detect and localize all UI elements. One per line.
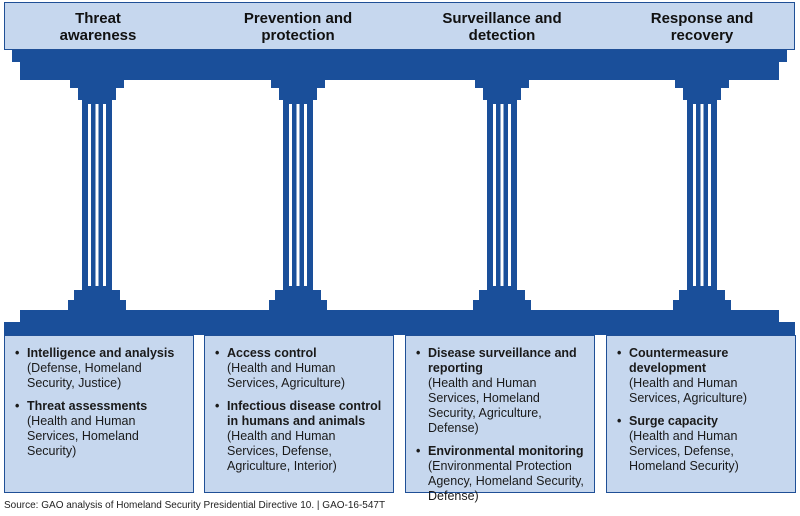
list-item: • Threat assessments (Health and Human S…	[15, 399, 185, 459]
list-item: • Disease surveillance and reporting (He…	[416, 346, 586, 436]
item-label: Intelligence and analysis	[27, 346, 175, 360]
item-agencies: (Health and Human Services, Homeland Sec…	[27, 414, 139, 458]
list-item: • Surge capacity (Health and Human Servi…	[617, 414, 787, 474]
item-label: Disease surveillance and reporting	[428, 346, 577, 375]
pillar-title-surveillance-detection: Surveillance and detection	[442, 10, 562, 44]
item-label: Surge capacity	[629, 414, 718, 428]
list-item: • Countermeasure development (Health and…	[617, 346, 787, 406]
base-beam-upper	[20, 310, 779, 322]
info-box-surveillance-detection: • Disease surveillance and reporting (He…	[405, 335, 595, 503]
item-agencies: (Health and Human Services, Agriculture)	[227, 361, 346, 390]
list-item: • Environmental monitoring (Environmenta…	[416, 444, 586, 504]
bullet: •	[617, 346, 622, 360]
item-label: Infectious disease control in humans and…	[227, 399, 382, 428]
bullet: •	[416, 444, 421, 458]
bullet: •	[15, 346, 20, 360]
item-label: Threat assessments	[27, 399, 148, 413]
item-label: Countermeasure development	[629, 346, 729, 375]
bullet: •	[15, 399, 20, 413]
list-item: • Infectious disease control in humans a…	[215, 399, 385, 474]
pillar-title-response-recovery: Response and recovery	[650, 10, 754, 44]
bullet: •	[416, 346, 421, 360]
info-box-prevention-protection: • Access control (Health and Human Servi…	[204, 335, 394, 493]
item-label: Environmental monitoring	[428, 444, 584, 458]
bullet: •	[215, 346, 220, 360]
source-note: Source: GAO analysis of Homeland Securit…	[4, 500, 386, 511]
pillar-title-threat-awareness: Threat awareness	[59, 10, 137, 44]
list-item: • Access control (Health and Human Servi…	[215, 346, 385, 391]
bullet: •	[617, 414, 622, 428]
pillar-header-band	[4, 2, 795, 50]
list-item: • Intelligence and analysis (Defense, Ho…	[15, 346, 185, 391]
info-box-response-recovery: • Countermeasure development (Health and…	[606, 335, 796, 493]
item-agencies: (Health and Human Services, Defense, Agr…	[227, 429, 337, 473]
bullet: •	[215, 399, 220, 413]
columns-svg	[68, 80, 731, 310]
base-beam-lower	[4, 322, 795, 335]
item-agencies: (Defense, Homeland Security, Justice)	[27, 361, 142, 390]
pillar-title-prevention-protection: Prevention and protection	[243, 10, 353, 44]
item-agencies: (Health and Human Services, Defense, Hom…	[629, 429, 739, 473]
item-agencies: (Environmental Protection Agency, Homela…	[428, 459, 584, 503]
item-label: Access control	[227, 346, 317, 360]
item-agencies: (Health and Human Services, Agriculture)	[629, 376, 748, 405]
item-agencies: (Health and Human Services, Homeland Sec…	[428, 376, 542, 435]
top-beam-upper	[12, 50, 787, 62]
top-beam-lower	[20, 62, 779, 80]
info-box-threat-awareness: • Intelligence and analysis (Defense, Ho…	[4, 335, 194, 493]
